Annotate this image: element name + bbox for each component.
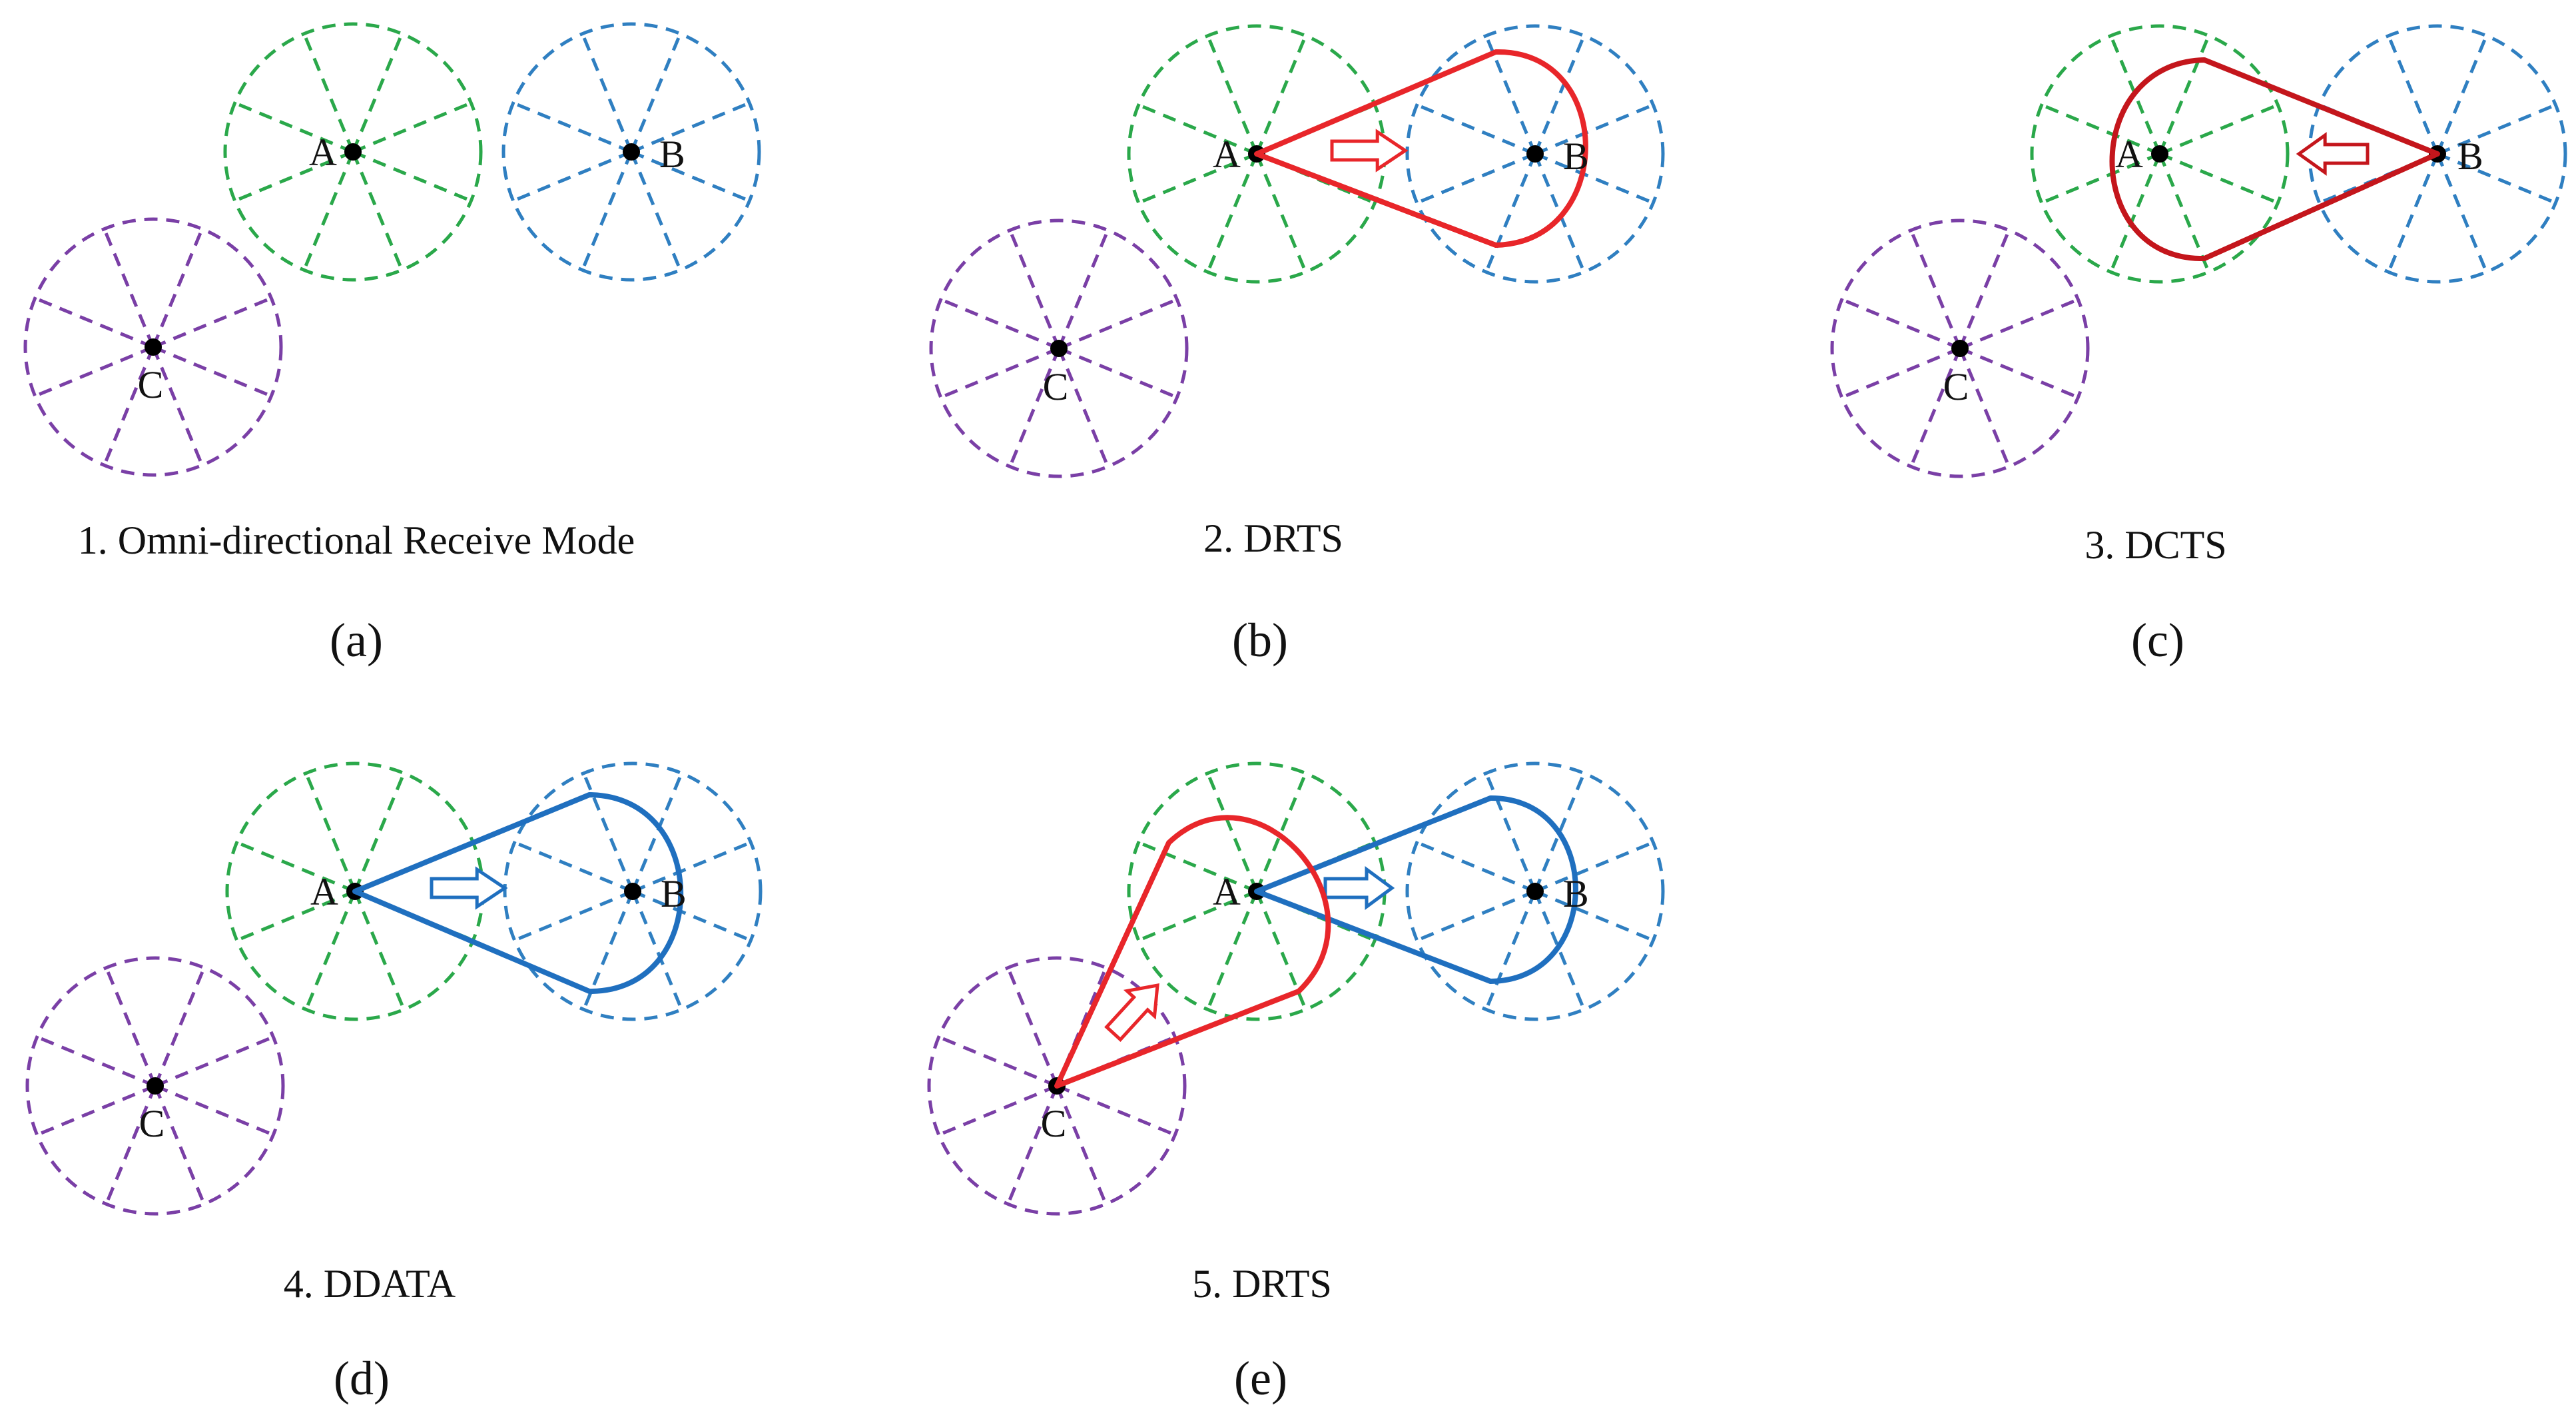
node-dot [624, 883, 641, 900]
node-dot [1526, 145, 1544, 163]
arrow-shape [1330, 129, 1409, 173]
node-b-range [1405, 24, 1665, 284]
node-a-range [223, 22, 483, 282]
arrow-shape [2296, 132, 2370, 176]
data-arrow-icon [1323, 866, 1395, 910]
node-dot [1526, 883, 1544, 900]
panel-b-sublabel: (b) [1232, 614, 1288, 667]
rts-beam [1054, 815, 1331, 1089]
node-a-range [2030, 24, 2290, 284]
panel-a-caption: 1. Omni-directional Receive Mode [78, 518, 635, 562]
node-a-label: A [1213, 133, 1241, 176]
node-b-range [1405, 761, 1665, 1021]
range-circle [927, 956, 1187, 1216]
node-dot [623, 143, 640, 161]
cts-beam [2109, 57, 2440, 262]
node-c-label: C [1041, 1102, 1067, 1145]
node-c-label: C [138, 363, 164, 406]
range-circle [1405, 24, 1665, 284]
node-dot [147, 1077, 164, 1095]
data-arrow-icon [430, 866, 508, 910]
panel-c-caption: 3. DCTS [2085, 523, 2226, 567]
range-circle [25, 956, 285, 1216]
transmit-arrow-icon [1330, 129, 1409, 173]
node-dot [1050, 340, 1068, 357]
range-circle [23, 217, 283, 477]
node-b-label: B [1563, 135, 1589, 178]
node-c-label: C [139, 1102, 165, 1145]
panel-e-caption: 5. DRTS [1192, 1262, 1332, 1306]
node-b-range [501, 22, 761, 282]
range-circle [1830, 219, 2090, 478]
rts-beam [1254, 49, 1588, 248]
transmit-arrow-icon [1104, 983, 1159, 1042]
panel-a: A B C 1. Omni-directional Receive Mode (… [23, 22, 761, 667]
beam-outline [352, 792, 684, 995]
node-dot [2151, 145, 2168, 163]
range-circle [929, 219, 1189, 478]
panel-d: A B C 4. DDATA (d) [25, 761, 763, 1405]
node-dot [145, 338, 162, 356]
range-circle [2030, 24, 2290, 284]
node-a-label: A [1213, 870, 1241, 913]
range-circle [1405, 761, 1665, 1021]
node-dot [344, 143, 362, 161]
panel-d-sublabel: (d) [334, 1352, 390, 1405]
node-c-range [929, 219, 1189, 478]
node-c-label: C [1043, 365, 1069, 408]
node-b-label: B [1563, 872, 1589, 915]
beam-outline [1054, 815, 1331, 1089]
node-b-label: B [661, 872, 687, 915]
node-a-label: A [310, 870, 338, 913]
panel-c: A B C 3. DCTS (c) [1830, 24, 2567, 667]
arrow-shape [1104, 983, 1159, 1042]
panel-e-sublabel: (e) [1234, 1352, 1287, 1405]
beam-outline [1254, 795, 1578, 984]
panel-e: A B C 5. DRTS (e) [927, 761, 1665, 1405]
range-circle [503, 761, 763, 1021]
node-b-range [503, 761, 763, 1021]
panel-a-sublabel: (a) [330, 614, 383, 667]
node-b-label: B [2457, 135, 2483, 178]
node-a-label: A [2115, 133, 2143, 176]
range-circle [223, 22, 483, 282]
arrow-shape [430, 866, 508, 910]
node-c-range [23, 217, 283, 477]
transmit-arrow-icon [2296, 132, 2370, 176]
data-beam [352, 792, 684, 995]
node-a-label: A [309, 131, 337, 174]
node-c-label: C [1943, 365, 1969, 408]
panel-b: A B C 2. DRTS (b) [929, 24, 1665, 667]
panel-b-caption: 2. DRTS [1203, 516, 1343, 560]
beam-outline [2109, 57, 2440, 262]
arrow-shape [1323, 866, 1395, 910]
node-dot [1951, 340, 1969, 357]
beam-outline [1254, 49, 1588, 248]
panel-c-sublabel: (c) [2131, 614, 2184, 667]
node-c-range [25, 956, 285, 1216]
data-beam [1254, 795, 1578, 984]
range-circle [501, 22, 761, 282]
node-c-range [1830, 219, 2090, 478]
node-b-label: B [659, 133, 685, 176]
panel-d-caption: 4. DDATA [284, 1262, 456, 1306]
